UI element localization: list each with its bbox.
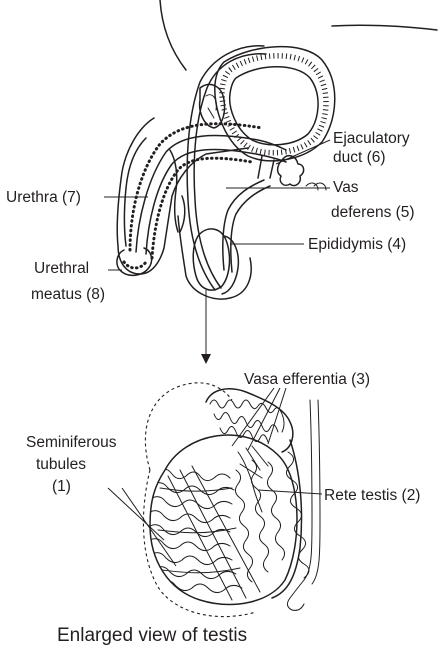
enlargement-arrow	[201, 290, 211, 364]
enlarged-testis	[143, 383, 320, 617]
vas-marker	[306, 183, 326, 190]
epididymis-head	[206, 389, 293, 452]
body-outline-back	[332, 25, 437, 30]
leader-vasa-3	[268, 388, 286, 444]
label-ejaculatory-line1: Ejaculatory	[333, 130, 410, 147]
label-meatus-line2: meatus (8)	[31, 286, 105, 303]
label-vas-line2: deferens (5)	[331, 204, 415, 221]
urethra-channel-lower	[146, 149, 286, 254]
label-ejaculatory-line2: duct (6)	[333, 149, 386, 166]
testis-body	[150, 435, 297, 604]
bladder-inner	[230, 67, 318, 145]
vas-deferens-right-b	[312, 400, 320, 584]
caption: Enlarged view of testis	[57, 625, 247, 646]
label-vasa-efferentia: Vasa efferentia (3)	[244, 371, 370, 388]
bladder-wall-texture	[222, 56, 326, 153]
vas-deferens-right-a	[304, 400, 312, 580]
vasa-efferentia-coils-2	[214, 412, 278, 432]
label-seminiferous-line1: Seminiferous	[26, 434, 117, 451]
leader-seminiferous-2	[122, 488, 176, 566]
label-vas-line1: Vas	[333, 179, 359, 196]
label-meatus-line1: Urethral	[34, 260, 89, 277]
label-seminiferous-line2: tubules	[36, 456, 86, 473]
seminal-vesicle-inner	[206, 95, 216, 118]
label-rete-testis: Rete testis (2)	[324, 487, 420, 504]
scrotum-outline	[178, 216, 251, 299]
leader-seminiferous-1	[108, 488, 164, 540]
penis-root-curve	[180, 196, 185, 232]
vas-deferens-coil-lower	[287, 580, 304, 610]
sagittal-view	[117, 0, 437, 299]
body-outline	[160, 0, 186, 70]
label-seminiferous-line3: (1)	[52, 478, 71, 495]
label-urethra: Urethra (7)	[6, 189, 81, 206]
seminiferous-tubules-drawing	[150, 460, 285, 600]
label-epididymis: Epididymis (4)	[308, 236, 406, 253]
glans-dots	[124, 262, 146, 268]
vas-deferens-loop-outer	[187, 46, 264, 290]
bladder-outer	[215, 47, 335, 161]
leader-vasa-2	[248, 388, 280, 450]
rete-testis-network	[238, 446, 268, 512]
